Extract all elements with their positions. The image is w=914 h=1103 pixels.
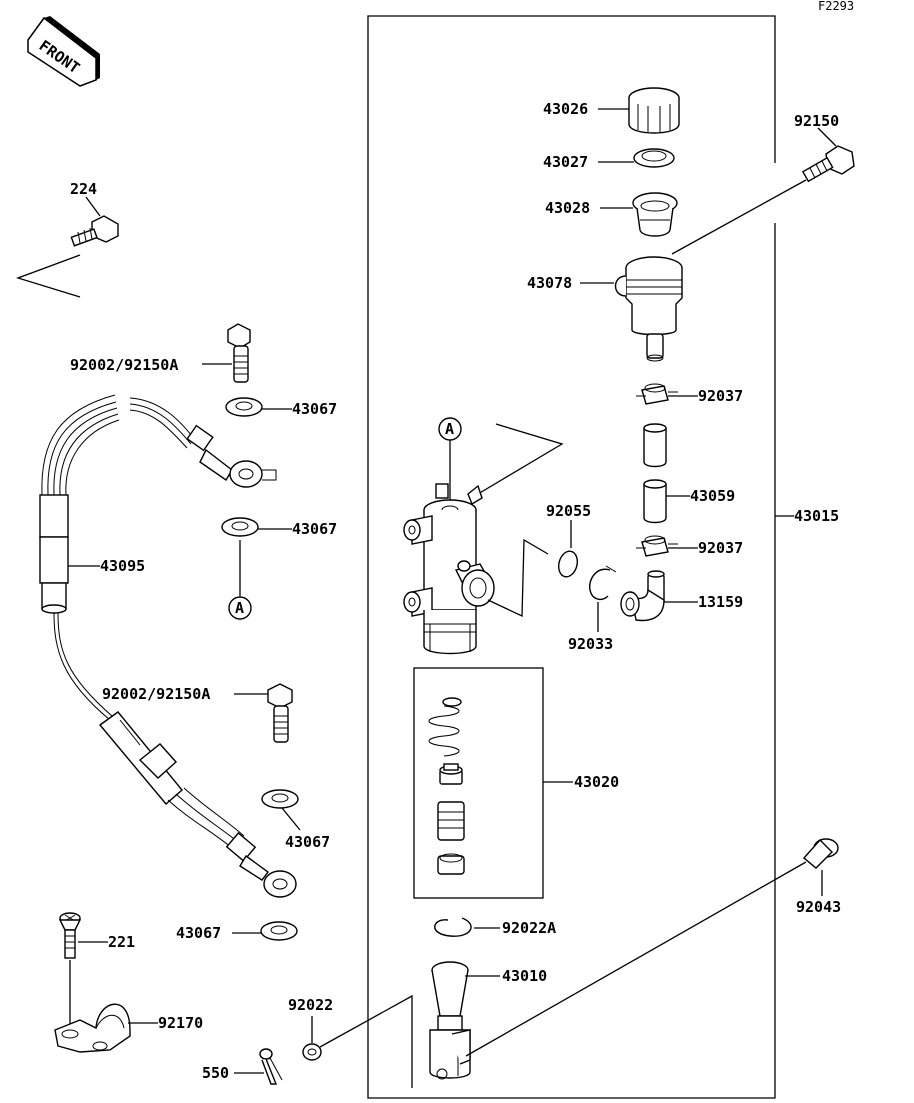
- reservoir-43078: [614, 256, 683, 362]
- svg-text:A: A: [235, 599, 244, 617]
- washer-43067-2: [221, 517, 259, 537]
- washer-43067-1: [225, 397, 263, 417]
- label-92033: 92033: [568, 635, 613, 653]
- label-43026: 43026: [543, 100, 588, 118]
- diaphragm-43028: [632, 192, 678, 237]
- screw-221: [58, 912, 82, 959]
- label-43067-3: 43067: [285, 833, 330, 851]
- assembly-frame: [367, 15, 776, 1099]
- figure-reference: F2293: [818, 0, 854, 13]
- label-43059: 43059: [690, 487, 735, 505]
- washer-92022: [302, 1043, 322, 1061]
- label-43067-1: 43067: [292, 400, 337, 418]
- label-92037-upper: 92037: [698, 387, 743, 405]
- label-43015: 43015: [794, 507, 839, 525]
- elbow-fitting-13159: [620, 570, 665, 622]
- piston-kit-box: [413, 667, 544, 899]
- clamp-92170: [54, 1003, 131, 1053]
- leader-224-frame: [15, 254, 81, 298]
- banjo-bolt-lower: [267, 683, 293, 743]
- bolt-224: [70, 215, 119, 247]
- cotter-pin-550: [259, 1048, 283, 1085]
- reservoir-cap-43026: [628, 87, 680, 134]
- hose-clip-92037-lower: [636, 535, 678, 557]
- banjo-bolt-upper: [227, 323, 251, 383]
- bolt-92150: [801, 145, 855, 183]
- plate-43027: [633, 148, 675, 168]
- label-550: 550: [202, 1064, 229, 1082]
- circlip-92022A: [434, 917, 472, 937]
- leader-92043-pushrod: [465, 861, 807, 1057]
- front-arrow-icon: FRONT: [27, 16, 100, 87]
- label-43078: 43078: [527, 274, 572, 292]
- push-rod-43010: [429, 961, 471, 1080]
- label-43095: 43095: [100, 557, 145, 575]
- label-43067-4: 43067: [176, 924, 221, 942]
- label-13159: 13159: [698, 593, 743, 611]
- label-221: 221: [108, 933, 135, 951]
- label-92002-upper: 92002/92150A: [70, 356, 178, 374]
- leader-43067-3: [281, 807, 301, 831]
- label-92150: 92150: [794, 112, 839, 130]
- leader-92150: [817, 127, 837, 147]
- leader-body-fitting: [487, 538, 549, 618]
- label-92043: 92043: [796, 898, 841, 916]
- callout-a-left: A: [228, 596, 252, 620]
- master-cylinder-body: [403, 483, 496, 655]
- label-224: 224: [70, 180, 97, 198]
- label-92002-lower: 92002/92150A: [102, 685, 210, 703]
- label-92170: 92170: [158, 1014, 203, 1032]
- label-43067-2: 43067: [292, 520, 337, 538]
- leader-body-bracket: [477, 423, 564, 495]
- label-43010: 43010: [502, 967, 547, 985]
- label-92055: 92055: [546, 502, 591, 520]
- hose-43059: [643, 423, 667, 524]
- piston-kit-43020: [428, 697, 465, 875]
- label-92022A: 92022A: [502, 919, 556, 937]
- hose-clip-92037-upper: [636, 383, 678, 405]
- pin-92043: [802, 838, 839, 869]
- label-43028: 43028: [545, 199, 590, 217]
- svg-text:A: A: [445, 420, 454, 438]
- label-43020: 43020: [574, 773, 619, 791]
- washer-43067-4: [260, 921, 298, 941]
- washer-43067-3: [261, 789, 299, 809]
- label-43027: 43027: [543, 153, 588, 171]
- leader-92022-pin: [319, 994, 413, 1088]
- label-92022: 92022: [288, 996, 333, 1014]
- label-92037-lower: 92037: [698, 539, 743, 557]
- o-ring-92055: [557, 550, 579, 578]
- leader-224: [85, 196, 101, 217]
- callout-a-right: A: [438, 417, 462, 441]
- circlip-92033: [589, 565, 617, 601]
- leader-92150-reservoir: [671, 179, 807, 255]
- brake-hose-43095: [39, 394, 297, 898]
